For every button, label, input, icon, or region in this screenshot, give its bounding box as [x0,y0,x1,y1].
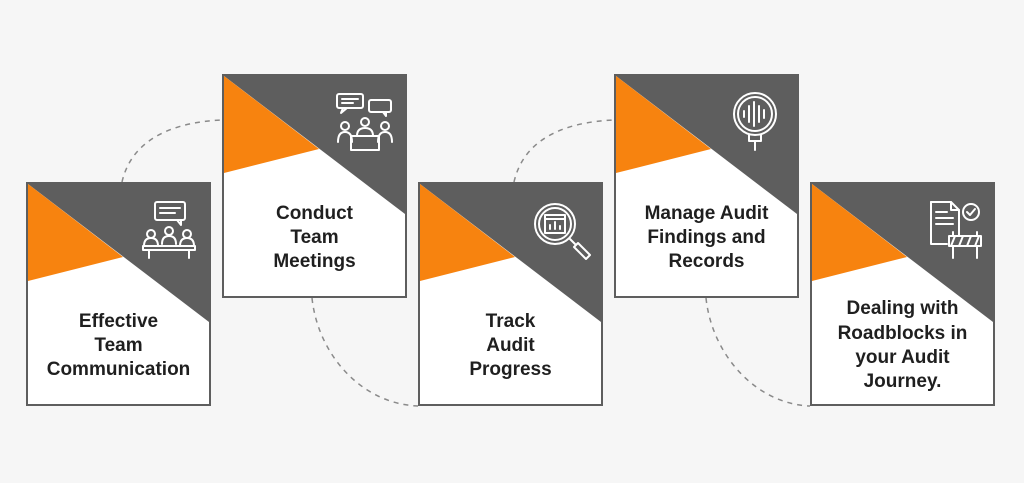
card-header-shapes [616,76,797,214]
step-label: Effective Team Communication [46,310,191,381]
step-card-4: Manage Audit Findings and Records [614,74,799,298]
voice-record-icon [733,92,777,151]
card-header-shapes [224,76,405,214]
team-discussion-icon [336,93,393,151]
step-label: Manage Audit Findings and Records [644,202,769,273]
connector-1-2 [121,119,223,183]
step-label: Conduct Team Meetings [273,202,356,273]
step-label: Track Audit Progress [469,310,552,381]
step-card-2: Conduct Team Meetings [222,74,407,298]
connector-2-3 [311,297,419,407]
team-meeting-chat-icon [142,201,196,259]
step-card-5: Dealing with Roadblocks in your Audit Jo… [810,182,995,406]
document-roadblock-icon [930,201,982,259]
magnifier-chart-icon [534,203,591,260]
step-card-1: Effective Team Communication [26,182,211,406]
step-label: Dealing with Roadblocks in your Audit Jo… [837,298,968,393]
connector-4-5 [705,297,811,407]
card-header-shapes [28,184,209,322]
connector-3-4 [513,119,615,183]
step-card-3: Track Audit Progress [418,182,603,406]
